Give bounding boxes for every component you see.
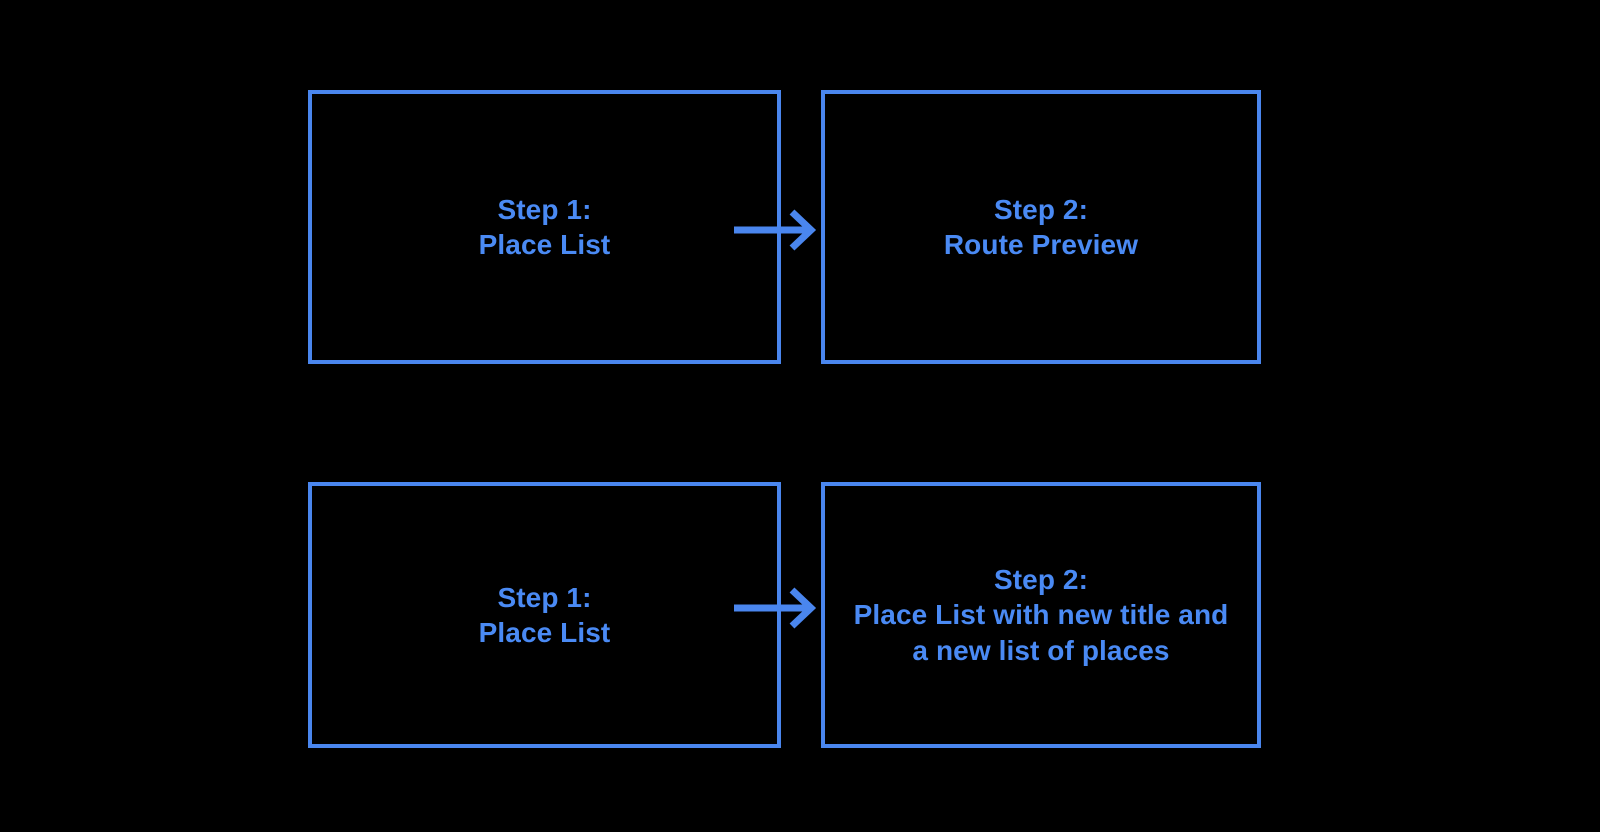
- flow-node-step2-place-list-new-title[interactable]: Step 2: Place List with new title and a …: [821, 482, 1261, 748]
- flow-node-step1-place-list-row2[interactable]: Step 1: Place List: [308, 482, 781, 748]
- flow-node-label: Step 1: Place List: [478, 581, 611, 648]
- flow-node-label: Step 2: Place List with new title and a …: [853, 564, 1229, 666]
- flow-connector-row1: [730, 206, 822, 254]
- flow-node-label: Step 2: Route Preview: [943, 193, 1139, 260]
- arrow-right-icon: [734, 209, 817, 251]
- flow-node-step1-place-list-row1[interactable]: Step 1: Place List: [308, 90, 781, 364]
- arrow-right-icon: [734, 587, 817, 629]
- flow-connector-row2: [730, 584, 822, 632]
- flow-node-step2-route-preview[interactable]: Step 2: Route Preview: [821, 90, 1261, 364]
- flow-node-label: Step 1: Place List: [478, 193, 611, 260]
